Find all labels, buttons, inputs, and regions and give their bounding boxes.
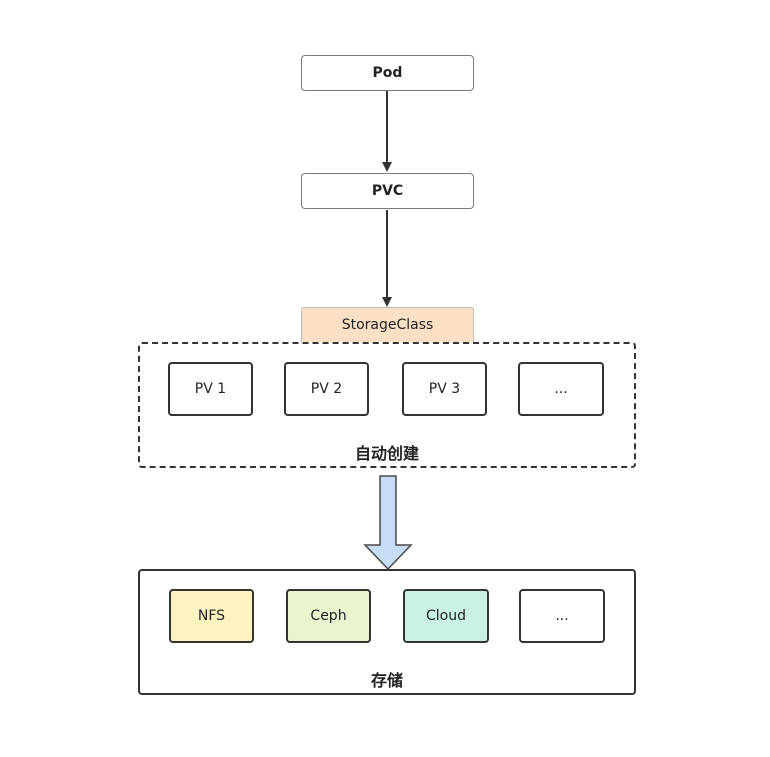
pv-node-label: ... [554, 381, 568, 397]
pvc-node: PVC [301, 173, 474, 209]
storage-label: 存储 [370, 671, 403, 690]
pv-node-3: PV 3 [402, 362, 487, 416]
storage-node-label: ... [555, 608, 569, 624]
pv-node-1: PV 1 [168, 362, 253, 416]
storage-node-nfs: NFS [169, 589, 254, 643]
storage-node-label: Ceph [310, 608, 347, 624]
auto-create-label: 自动创建 [354, 444, 419, 463]
pv-node-label: PV 1 [194, 381, 227, 397]
pv-node-label: PV 2 [310, 381, 343, 397]
storage-node-cloud: Cloud [403, 589, 489, 643]
pv-node-more: ... [518, 362, 604, 416]
pv-node-2: PV 2 [284, 362, 369, 416]
storage-node-label: NFS [197, 608, 226, 624]
storage-node-label: Cloud [426, 608, 466, 624]
storage-node-more: ... [519, 589, 605, 643]
auto-create-group: PV 1 PV 2 PV 3 ... 自动创建 [138, 342, 636, 468]
pod-node: Pod [301, 55, 474, 91]
storageclass-label: StorageClass [341, 317, 434, 333]
storage-node-ceph: Ceph [286, 589, 371, 643]
big-down-arrow [363, 475, 413, 571]
pv-node-label: PV 3 [428, 381, 461, 397]
pvc-label: PVC [371, 183, 404, 199]
storageclass-node: StorageClass [301, 307, 474, 342]
pod-label: Pod [372, 65, 403, 81]
storage-group: NFS Ceph Cloud ... 存储 [138, 569, 636, 695]
